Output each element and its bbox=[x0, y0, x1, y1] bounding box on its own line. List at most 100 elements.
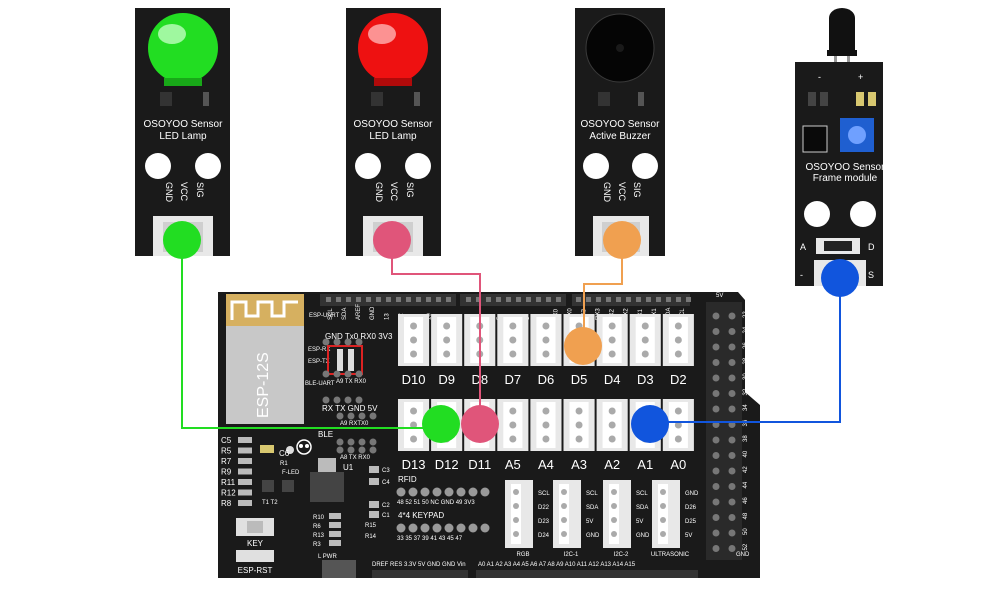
port-d2: D2 bbox=[662, 314, 694, 387]
header-pin bbox=[656, 297, 661, 302]
port-pin bbox=[641, 322, 649, 330]
resistor-label: R3 bbox=[313, 542, 321, 548]
header-pin bbox=[347, 438, 355, 446]
header-pin bbox=[396, 297, 401, 302]
module-line2: Frame module bbox=[813, 173, 878, 184]
header-pin-label: 52 bbox=[743, 543, 749, 550]
header-pin bbox=[576, 297, 581, 302]
mount-hole bbox=[355, 153, 381, 179]
port-pin bbox=[443, 350, 451, 358]
a9-tx-rx0-label: A9 TX RX0 bbox=[336, 379, 367, 385]
port-pin bbox=[561, 531, 567, 537]
header-pin bbox=[728, 436, 736, 444]
wire-endpoint-green-top[interactable] bbox=[163, 221, 201, 259]
smd-component bbox=[260, 445, 274, 453]
l-pwr-label: L PWR bbox=[318, 554, 337, 560]
owl-logo-icon bbox=[296, 439, 312, 455]
header-pin bbox=[336, 297, 341, 302]
header-pin-label: SCL bbox=[680, 308, 686, 320]
header-pin-label: SDA bbox=[666, 308, 672, 320]
wire-endpoint-pink-top[interactable] bbox=[373, 221, 411, 259]
port-d3: D3 bbox=[629, 314, 661, 387]
component-label: R5 bbox=[221, 447, 232, 456]
header-pin bbox=[728, 312, 736, 320]
pin-label-vcc: VCC bbox=[389, 182, 399, 202]
port-pin bbox=[509, 421, 517, 429]
port-pin-label: 5V bbox=[636, 519, 643, 525]
header-pin bbox=[480, 487, 490, 497]
port-pin bbox=[674, 336, 682, 344]
side-label-a: A bbox=[800, 242, 806, 252]
mount-hole bbox=[195, 153, 221, 179]
port-a3: A3 bbox=[563, 399, 595, 472]
port-slot bbox=[658, 484, 668, 544]
module-line2: LED Lamp bbox=[369, 131, 417, 142]
port-pin bbox=[608, 322, 616, 330]
transistor-icon bbox=[262, 480, 274, 492]
component-label: R9 bbox=[221, 468, 232, 477]
smd-component bbox=[238, 479, 252, 485]
header-pin-label: RX0 bbox=[567, 308, 573, 320]
header-pin bbox=[336, 446, 344, 454]
port-pin bbox=[561, 503, 567, 509]
c2-label: C2 bbox=[382, 503, 390, 509]
rfid-pin-labels: 48 52 51 50 NC GND 49 3V3 bbox=[397, 500, 475, 506]
header-pin-label: 32 bbox=[743, 388, 749, 395]
header-pin bbox=[369, 446, 377, 454]
wire-endpoint-pink-bottom[interactable] bbox=[461, 405, 499, 443]
header-pin bbox=[466, 297, 471, 302]
top-header-pins bbox=[326, 297, 691, 302]
keypad-header bbox=[396, 523, 490, 533]
header-pin bbox=[333, 370, 341, 378]
port-d10: D10 bbox=[398, 314, 430, 387]
smd-component bbox=[820, 92, 828, 106]
esp-rst-button[interactable] bbox=[236, 550, 274, 562]
header-pin-label: 42 bbox=[743, 466, 749, 473]
port-pin-label: D22 bbox=[538, 505, 550, 511]
header-pin bbox=[468, 523, 478, 533]
wire-blue bbox=[650, 278, 841, 423]
wire-endpoint-blue-top[interactable] bbox=[821, 259, 859, 297]
port-pin bbox=[608, 421, 616, 429]
rx-tx-gnd-5v-label: RX TX GND 5V bbox=[322, 404, 378, 413]
header-pin bbox=[728, 343, 736, 351]
port-pin bbox=[641, 350, 649, 358]
c3-label: C3 bbox=[382, 468, 390, 474]
wire-endpoint-blue-bottom[interactable] bbox=[631, 405, 669, 443]
red-led-icon bbox=[358, 13, 428, 86]
port-pin bbox=[410, 336, 418, 344]
header-pin bbox=[728, 390, 736, 397]
header-pin bbox=[486, 297, 491, 302]
resistor-label: R6 bbox=[313, 524, 321, 530]
port-label: D3 bbox=[637, 372, 654, 387]
port-pin bbox=[542, 322, 550, 330]
header-pin-label: 28 bbox=[743, 357, 749, 364]
header-pin bbox=[366, 297, 371, 302]
header-pin-label: 38 bbox=[743, 435, 749, 442]
smd-component bbox=[369, 511, 379, 518]
header-pin bbox=[355, 338, 363, 346]
header-pin bbox=[444, 523, 454, 533]
port-pin bbox=[611, 503, 617, 509]
jumper-icon bbox=[348, 349, 354, 371]
mount-hole bbox=[632, 153, 658, 179]
header-pin bbox=[666, 297, 671, 302]
port-name-label: I2C-2 bbox=[614, 552, 629, 558]
header-pin bbox=[728, 529, 736, 537]
keypad-pin-labels: 33 35 37 39 41 43 45 47 bbox=[397, 536, 463, 542]
wire-endpoint-green-bottom[interactable] bbox=[422, 405, 460, 443]
wire-endpoint-orange-bottom[interactable] bbox=[564, 327, 602, 365]
power-header bbox=[372, 570, 468, 578]
port-pin bbox=[443, 322, 451, 330]
f-led-label: F-LED bbox=[282, 470, 300, 476]
component-label: C5 bbox=[221, 436, 232, 445]
header-pin-label: RX2 bbox=[624, 308, 630, 320]
wire-endpoint-orange-top[interactable] bbox=[603, 221, 641, 259]
port-pin bbox=[611, 531, 617, 537]
header-pin bbox=[344, 396, 352, 404]
key-button-label: KEY bbox=[247, 539, 264, 548]
header-pin-label: 50 bbox=[743, 528, 749, 535]
header-pin bbox=[712, 514, 720, 521]
smd-component bbox=[238, 489, 252, 496]
